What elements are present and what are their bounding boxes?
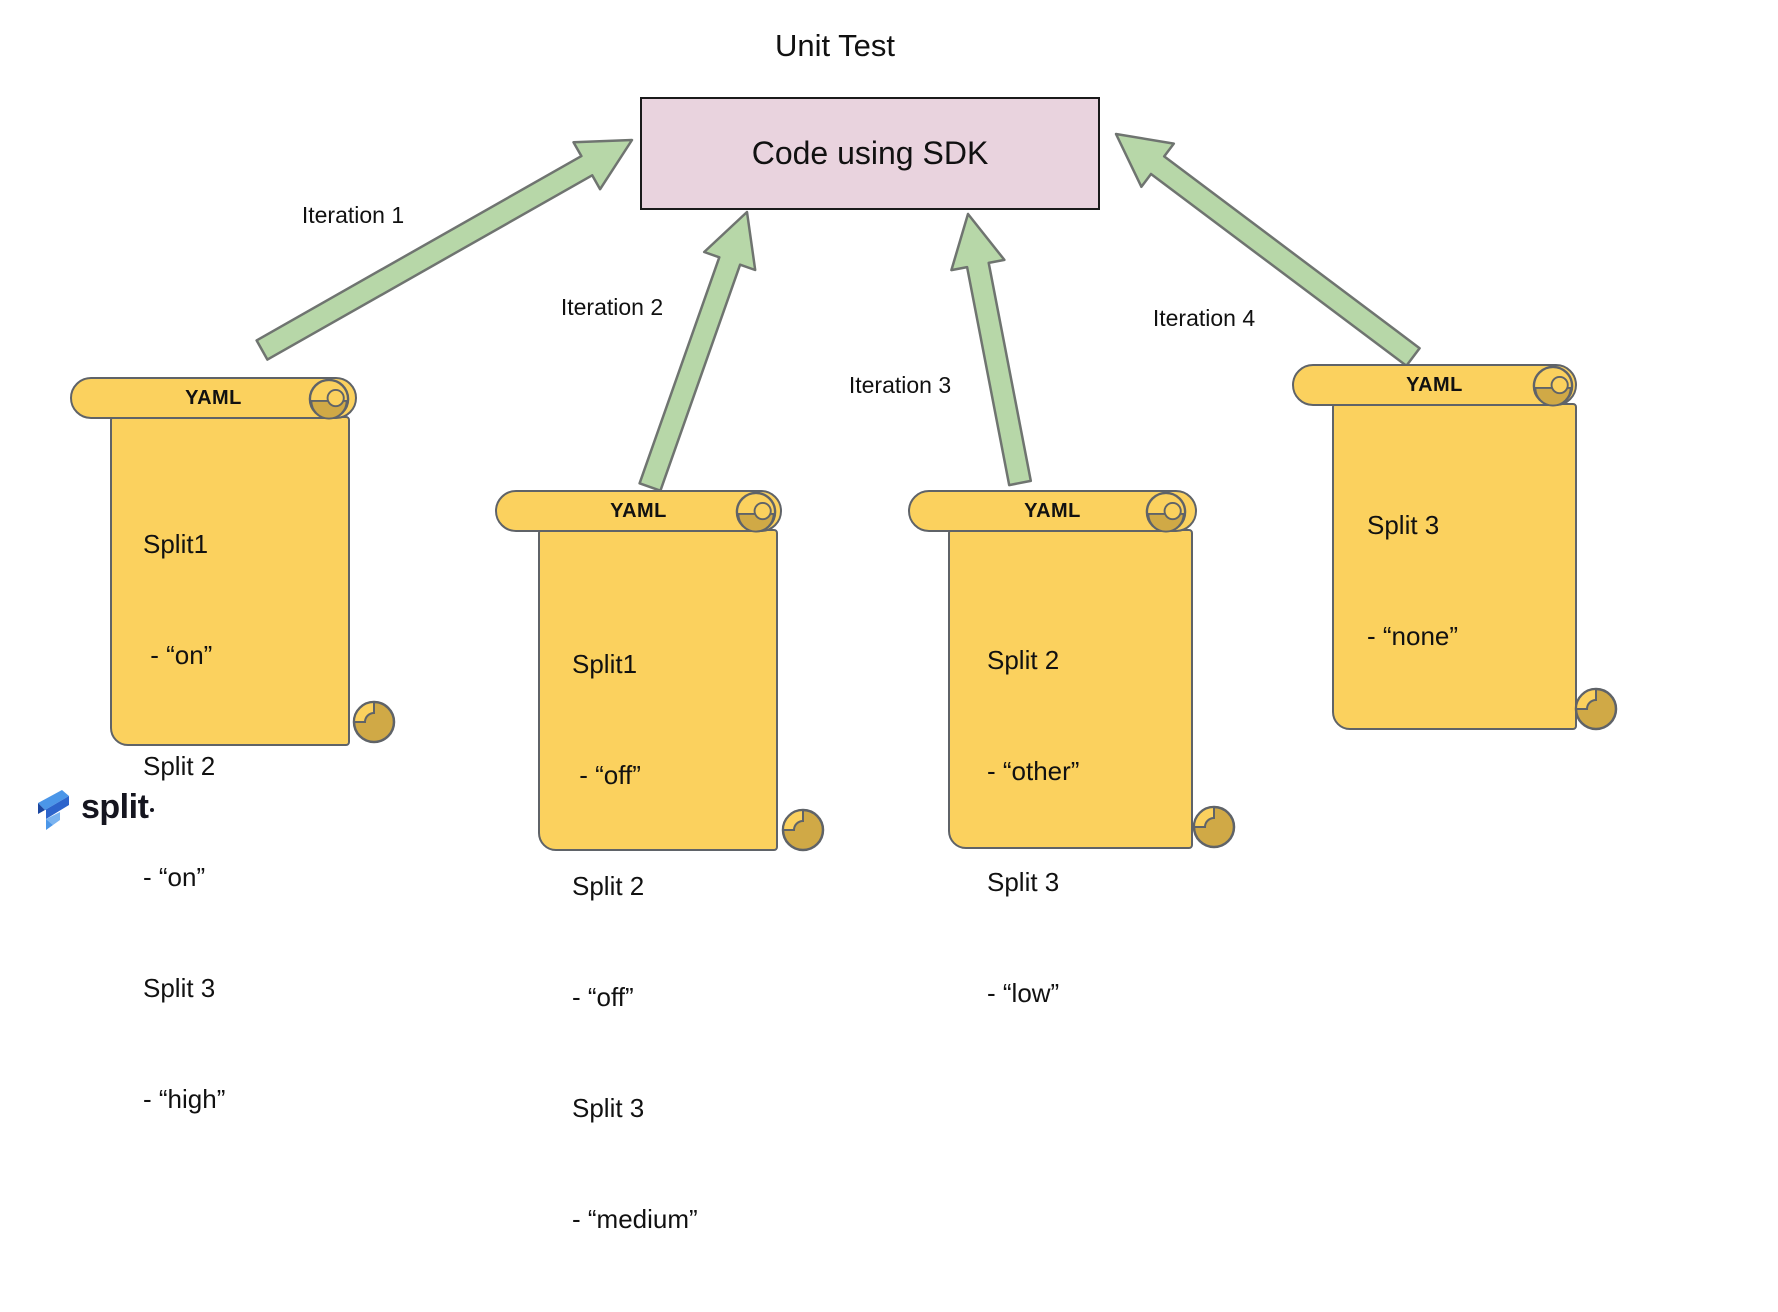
scroll-roll-icon [1145,491,1187,533]
scroll-text-line: - “on” [143,640,213,670]
scroll-text-line: Split 2 [987,645,1060,675]
scroll-text-line: - “medium” [572,1204,698,1234]
scroll-text-line: - “off” [572,760,641,790]
scroll-text-line: Split 3 [572,1093,645,1123]
code-using-sdk-box: Code using SDK [640,97,1100,210]
page-title: Unit Test [774,28,896,63]
iteration-3-label: Iteration 3 [848,372,952,398]
split-logo-icon [38,790,69,830]
trademark-dot-icon [150,808,155,812]
scroll-text: Split1 - “on” Split 2 - “on” Split 3 - “… [143,452,225,1192]
scroll-text-line: Split 2 [572,871,645,901]
iteration-2-label: Iteration 2 [560,294,664,320]
scroll-text: Split1 - “off” Split 2 - “off” Split 3 -… [572,572,698,1312]
scroll-roll-icon [308,378,350,420]
scroll-text: Split 2 - “other” Split 3 - “low” [987,568,1079,1086]
scroll-bottom-curl-icon [1574,687,1618,731]
scroll-text-line: - “none” [1367,621,1459,651]
scroll-body [948,529,1193,849]
scroll-text: Split 3 - “none” [1367,433,1458,729]
scroll-text-line: - “low” [987,978,1060,1008]
yaml-label: YAML [1406,373,1463,396]
scroll-text-line: Split 3 [1367,510,1440,540]
scroll-body [1332,403,1577,730]
scroll-roll-icon [735,491,777,533]
iteration-4-arrow-icon [1114,132,1421,368]
iteration-3-arrow-icon [950,212,1033,487]
scroll-header: YAML [495,490,782,532]
yaml-label: YAML [610,499,667,522]
scroll-text-line: - “high” [143,1084,226,1114]
yaml-scroll-1: YAML Split1 - “on” Split 2 - “on” Split … [68,376,404,1114]
split-wordmark: split [81,787,149,826]
iteration-2-arrow-icon [638,210,757,492]
split-logo: split [33,783,155,835]
iteration-4-label: Iteration 4 [1152,305,1256,331]
scroll-text-line: - “off” [572,982,634,1012]
scroll-text-line: - “other” [987,756,1080,786]
scroll-header: YAML [1292,364,1577,406]
scroll-bottom-curl-icon [1192,805,1236,849]
yaml-label: YAML [185,386,242,409]
scroll-roll-icon [1532,365,1574,407]
iteration-1-arrow-icon [255,138,634,361]
yaml-scroll-3: YAML Split 2 - “other” Split 3 - “low” [906,488,1240,1008]
scroll-text-line: Split1 [572,649,638,679]
yaml-label: YAML [1024,499,1081,522]
iteration-1-label: Iteration 1 [301,202,405,228]
scroll-text-line: Split 3 [143,973,216,1003]
scroll-text-line: Split 2 [143,751,216,781]
yaml-scroll-2: YAML Split1 - “off” Split 2 - “off” Spli… [493,488,829,1234]
scroll-bottom-curl-icon [352,700,396,744]
yaml-scroll-4: YAML Split 3 - “none” [1290,363,1622,734]
scroll-bottom-curl-icon [781,808,825,852]
iteration-arrows-layer [255,132,1421,492]
scroll-text-line: - “on” [143,862,206,892]
code-using-sdk-label: Code using SDK [751,135,989,171]
scroll-text-line: Split1 [143,529,209,559]
scroll-body [538,529,778,851]
